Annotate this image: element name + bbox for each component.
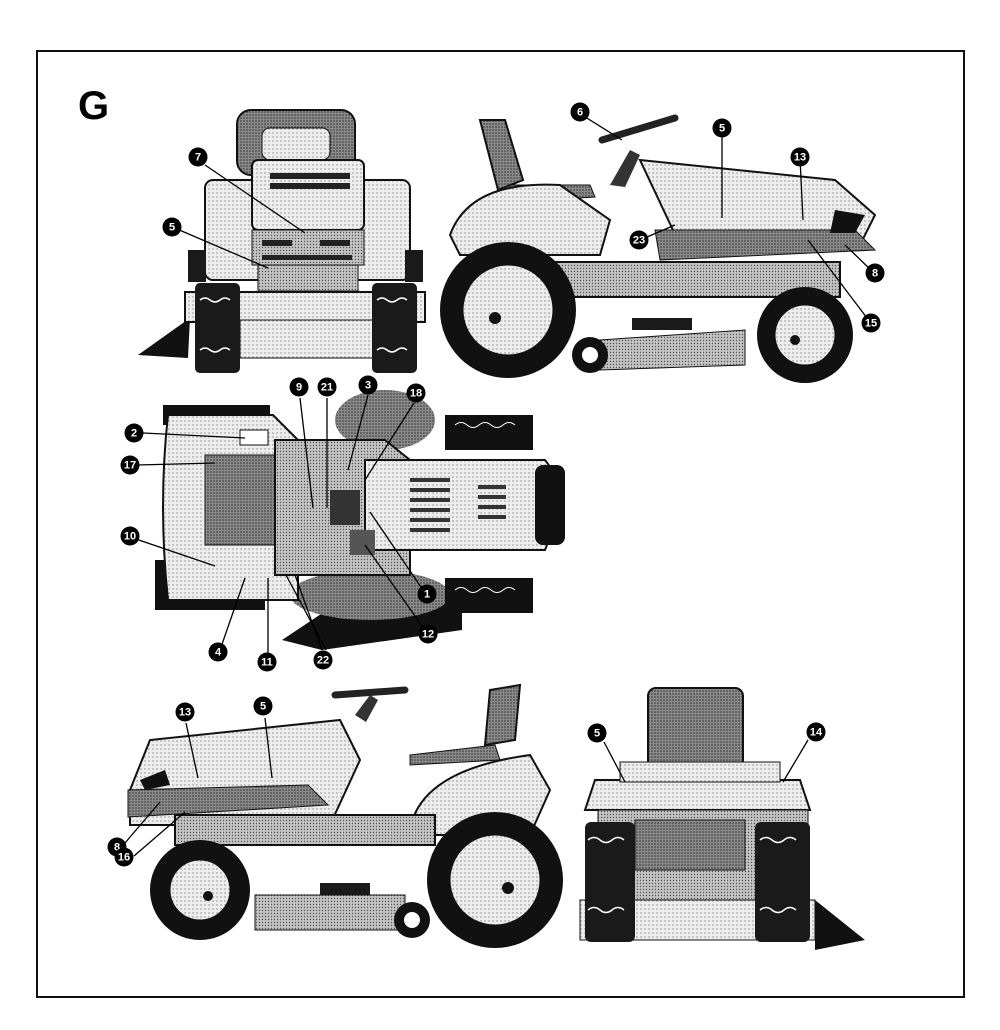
callout-right-side-5: 5 xyxy=(712,118,732,138)
callout-right-side-23: 23 xyxy=(629,230,649,250)
callout-top-22: 22 xyxy=(313,650,333,670)
callout-top-12: 12 xyxy=(418,624,438,644)
callout-top-18: 18 xyxy=(406,383,426,403)
callout-rear-5: 5 xyxy=(587,723,607,743)
callout-left-side-5: 5 xyxy=(253,696,273,716)
callout-top-17: 17 xyxy=(120,455,140,475)
callout-front-5: 5 xyxy=(162,217,182,237)
callout-left-side-13: 13 xyxy=(175,702,195,722)
right-side-view xyxy=(440,114,877,383)
callout-right-side-6: 6 xyxy=(570,102,590,122)
top-view xyxy=(129,390,565,660)
callout-top-9: 9 xyxy=(289,377,309,397)
callout-right-side-15: 15 xyxy=(861,313,881,333)
callout-top-2: 2 xyxy=(124,423,144,443)
callout-top-1: 1 xyxy=(417,584,437,604)
callout-rear-14: 14 xyxy=(806,722,826,742)
left-side-view xyxy=(124,683,563,948)
front-view xyxy=(138,109,426,373)
callout-top-11: 11 xyxy=(257,652,277,672)
callout-top-3: 3 xyxy=(358,375,378,395)
callout-top-4: 4 xyxy=(208,642,228,662)
callout-front-7: 7 xyxy=(188,147,208,167)
callout-right-side-13: 13 xyxy=(790,147,810,167)
rear-view xyxy=(579,687,865,950)
callout-left-side-16: 16 xyxy=(114,847,134,867)
figure-frame xyxy=(36,50,965,998)
figure-label: G xyxy=(78,84,110,128)
callout-top-10: 10 xyxy=(120,526,140,546)
callout-right-side-8: 8 xyxy=(865,263,885,283)
callout-top-21: 21 xyxy=(317,377,337,397)
